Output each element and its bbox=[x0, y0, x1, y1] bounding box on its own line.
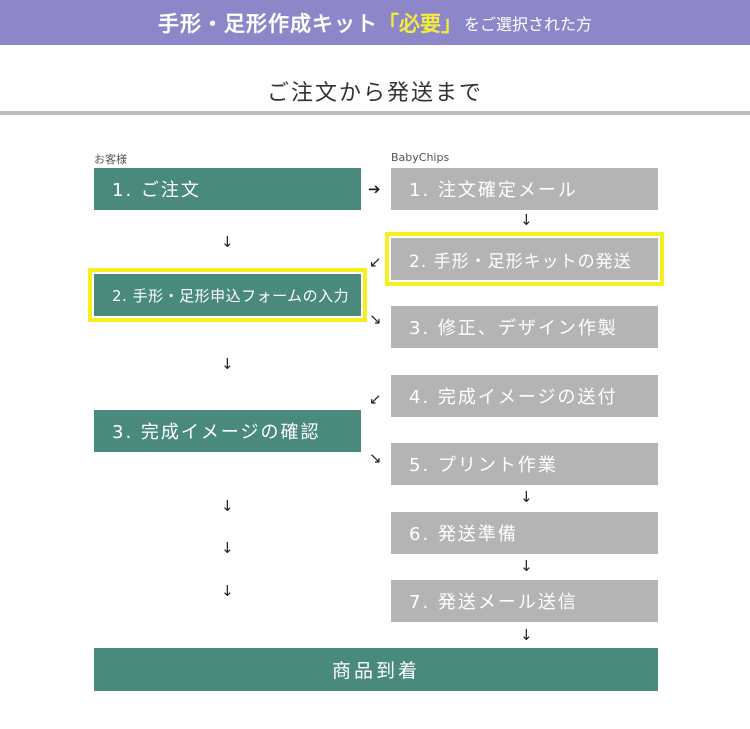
arrow-down-icon: ↓ bbox=[221, 582, 234, 600]
shop-step-design-label: 3. 修正、デザイン作製 bbox=[409, 318, 618, 339]
shop-step-kit-shipping-label: 2. 手形・足形キットの発送 bbox=[409, 251, 632, 272]
arrow-down-icon: ↓ bbox=[221, 497, 234, 515]
shop-step-confirm-mail: 1. 注文確定メール bbox=[391, 168, 658, 210]
shop-step-image-send: 4. 完成イメージの送付 bbox=[391, 375, 658, 417]
shop-step-prep: 6. 発送準備 bbox=[391, 512, 658, 554]
customer-step-order: 1. ご注文 bbox=[94, 168, 361, 210]
shop-step-print-label: 5. プリント作業 bbox=[409, 455, 558, 476]
shop-step-confirm-mail-label: 1. 注文確定メール bbox=[409, 180, 578, 201]
arrow-down-icon: ↓ bbox=[221, 355, 234, 373]
header-banner: 手形・足形作成キット 「必要」 をご選択された方 bbox=[0, 0, 750, 45]
shop-step-ship-mail: 7. 発送メール送信 bbox=[391, 580, 658, 622]
shop-step-design: 3. 修正、デザイン作製 bbox=[391, 306, 658, 348]
customer-step-order-label: 1. ご注文 bbox=[112, 180, 201, 201]
customer-column-label: お客様 bbox=[94, 153, 127, 166]
shop-step-kit-shipping: 2. 手形・足形キットの発送 bbox=[385, 232, 664, 286]
banner-title: 手形・足形作成キット bbox=[157, 11, 378, 36]
arrow-down-icon: ↓ bbox=[520, 557, 533, 575]
shop-step-ship-mail-label: 7. 発送メール送信 bbox=[409, 592, 578, 613]
customer-step-form-label: 2. 手形・足形申込フォームの入力 bbox=[112, 286, 350, 305]
final-step-arrival: 商品到着 bbox=[94, 648, 658, 691]
arrow-down-icon: ↓ bbox=[221, 233, 234, 251]
shop-step-image-send-label: 4. 完成イメージの送付 bbox=[409, 387, 618, 408]
arrow-right-icon: ➔ bbox=[368, 180, 381, 198]
arrow-down-icon: ↓ bbox=[520, 626, 533, 644]
arrow-down-icon: ↓ bbox=[520, 488, 533, 506]
arrow-down-left-icon: ↙ bbox=[369, 253, 382, 271]
section-title: ご注文から発送まで bbox=[266, 81, 483, 106]
arrow-down-right-icon: ↘ bbox=[369, 310, 382, 328]
shop-step-print: 5. プリント作業 bbox=[391, 443, 658, 485]
banner-subtitle: をご選択された方 bbox=[463, 14, 592, 34]
shop-column-label: BabyChips bbox=[391, 151, 450, 164]
final-step-arrival-label: 商品到着 bbox=[331, 660, 420, 682]
customer-step-confirm-label: 3. 完成イメージの確認 bbox=[112, 422, 321, 443]
arrow-down-icon: ↓ bbox=[520, 211, 533, 229]
section-divider bbox=[0, 111, 750, 115]
arrow-down-icon: ↓ bbox=[221, 539, 234, 557]
shop-step-prep-label: 6. 発送準備 bbox=[409, 524, 518, 545]
customer-step-form: 2. 手形・足形申込フォームの入力 bbox=[88, 268, 367, 322]
arrow-down-left-icon: ↙ bbox=[369, 390, 382, 408]
arrow-down-right-icon: ↘ bbox=[369, 449, 382, 467]
customer-step-confirm: 3. 完成イメージの確認 bbox=[94, 410, 361, 452]
banner-required: 「必要」 bbox=[377, 11, 462, 36]
